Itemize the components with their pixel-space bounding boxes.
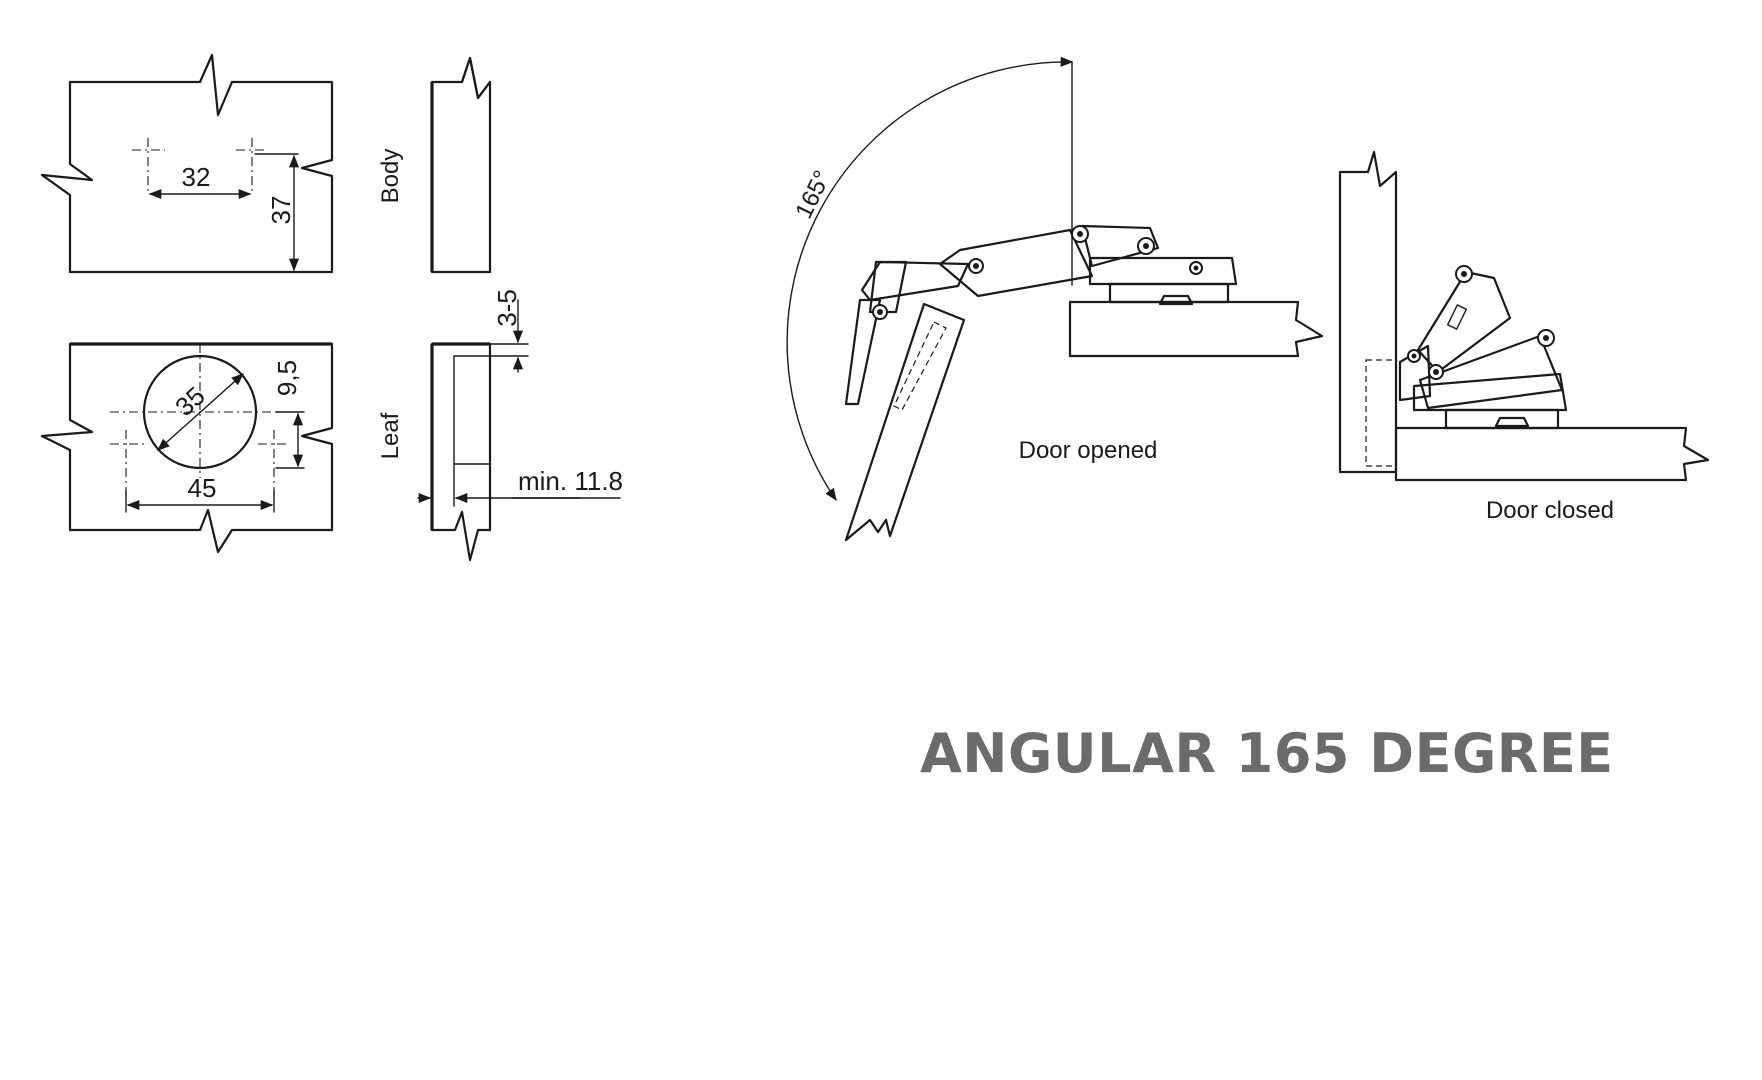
dim-32-label: 32 [182,162,211,192]
door-opened-view [786,56,1324,542]
body-view-label: Body [377,149,404,204]
door-closed-label: Door closed [1486,497,1614,524]
body-plate-top-view [40,53,334,274]
dim-45-label: 45 [188,473,217,503]
door-opened-label: Door opened [1019,437,1158,464]
body-side-view [430,56,492,274]
dim-9-5-label: 9,5 [272,360,302,396]
page-title: ANGULAR 165 DEGREE [920,722,1614,785]
leaf-plate-top-view [40,342,334,554]
leaf-view-label: Leaf [377,412,404,459]
dim-min-11-8-label: min. 11.8 [518,466,623,496]
leaf-side-view [417,299,621,562]
dim-3-5-label: 3-5 [492,289,522,327]
dim-37-label: 37 [266,196,296,225]
door-closed-view [1338,150,1710,482]
dim-35-label: 35 [169,380,211,422]
